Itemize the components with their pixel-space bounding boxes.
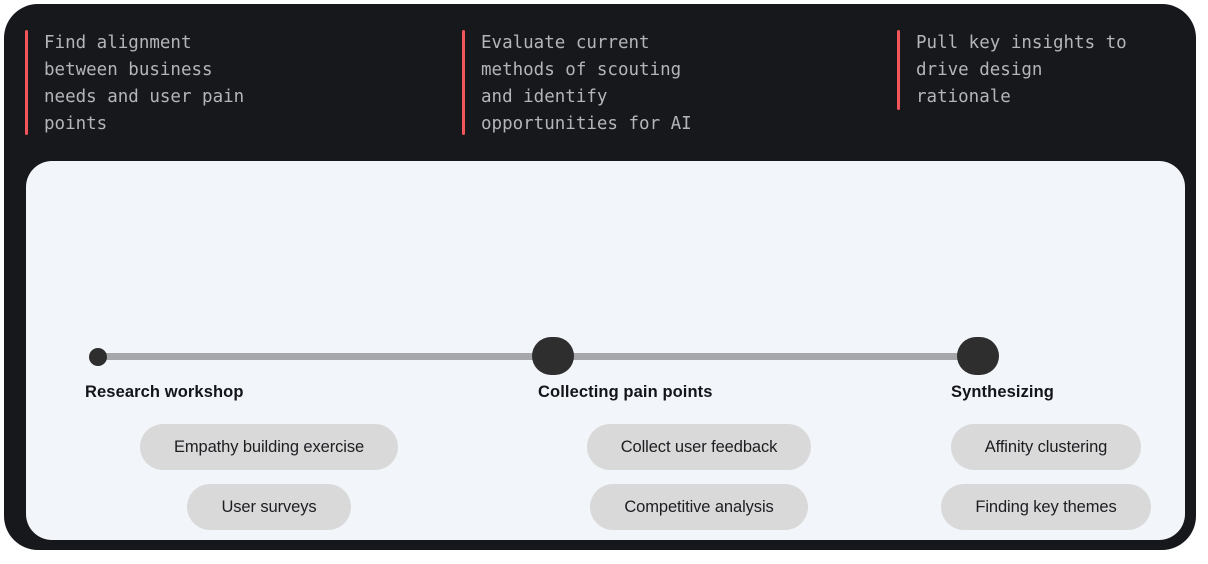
activity-pill[interactable]: Affinity clustering	[950, 424, 1142, 470]
note-text-1: Find alignment between business needs an…	[44, 33, 245, 134]
dark-card-container: Find alignment between business needs an…	[4, 4, 1196, 550]
activity-pill[interactable]: User surveys	[187, 484, 351, 530]
activity-column-synthesizing: Affinity clustering Finding key themes C…	[911, 424, 1181, 540]
note-accent-bar-2	[462, 30, 465, 135]
activity-column-research-workshop: Empathy building exercise User surveys C…	[39, 424, 499, 540]
timeline-node-research-workshop[interactable]	[89, 348, 107, 366]
stage-label-synthesizing: Synthesizing	[951, 383, 1054, 401]
note-card-3: Pull key insights to drive design ration…	[897, 30, 1127, 111]
stage-label-collecting-pain-points: Collecting pain points	[538, 383, 713, 401]
note-card-2: Evaluate current methods of scouting and…	[462, 30, 692, 138]
timeline: Research workshop Collecting pain points…	[26, 161, 1185, 540]
process-panel: Research workshop Collecting pain points…	[26, 161, 1185, 540]
timeline-node-synthesizing[interactable]	[957, 337, 999, 375]
activity-pill[interactable]: Empathy building exercise	[139, 424, 399, 470]
activity-column-collecting-pain-points: Collect user feedback Competitive analys…	[499, 424, 899, 540]
note-accent-bar-1	[25, 30, 28, 135]
timeline-node-collecting-pain-points[interactable]	[532, 337, 574, 375]
note-card-1: Find alignment between business needs an…	[25, 30, 244, 138]
notes-strip: Find alignment between business needs an…	[4, 4, 1196, 161]
note-text-3: Pull key insights to drive design ration…	[916, 33, 1127, 107]
activity-pill[interactable]: Competitive analysis	[590, 484, 808, 530]
activity-pill[interactable]: Collect user feedback	[586, 424, 812, 470]
activity-pill[interactable]: Finding key themes	[941, 484, 1151, 530]
activity-columns: Empathy building exercise User surveys C…	[26, 424, 1185, 540]
stage-label-research-workshop: Research workshop	[85, 383, 244, 401]
note-text-2: Evaluate current methods of scouting and…	[481, 33, 692, 134]
note-accent-bar-3	[897, 30, 900, 110]
